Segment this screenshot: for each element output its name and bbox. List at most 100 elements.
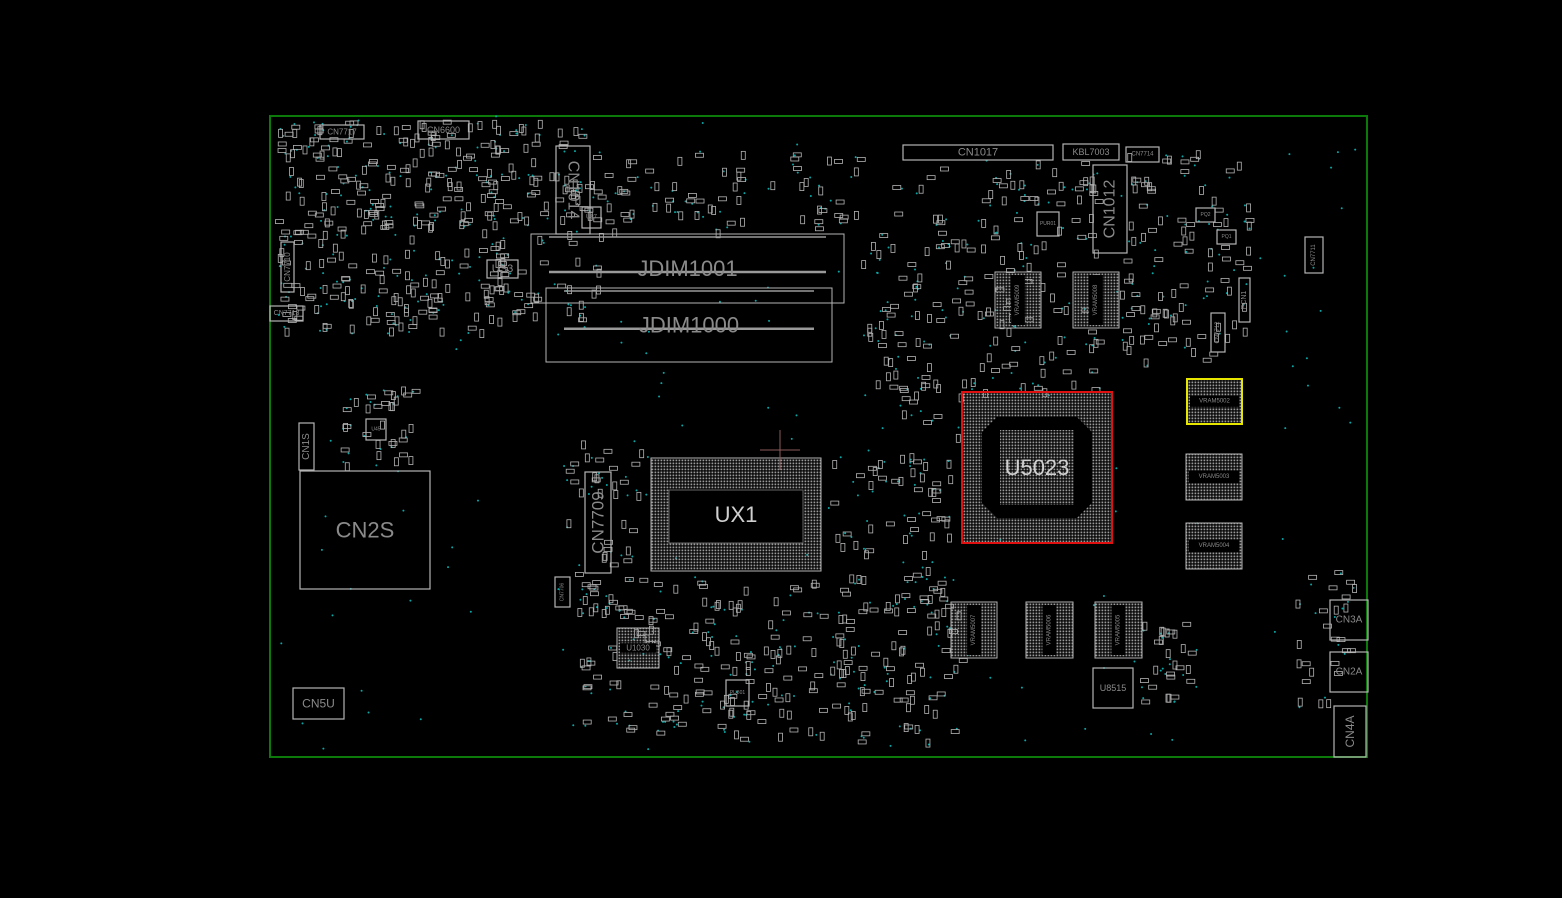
passive-part[interactable] (608, 594, 614, 604)
passive-part[interactable] (1184, 248, 1194, 254)
passive-part[interactable] (592, 580, 602, 585)
passive-part[interactable] (965, 301, 975, 307)
passive-part[interactable] (322, 230, 328, 240)
passive-part[interactable] (860, 672, 866, 681)
passive-part[interactable] (927, 626, 933, 636)
passive-part[interactable] (400, 167, 409, 173)
passive-part[interactable] (929, 532, 935, 542)
passive-part[interactable] (282, 260, 291, 266)
passive-part[interactable] (924, 247, 930, 257)
passive-part[interactable] (878, 343, 887, 348)
passive-part[interactable] (746, 654, 756, 660)
passive-part[interactable] (299, 229, 309, 235)
passive-part[interactable] (593, 189, 603, 195)
passive-part[interactable] (401, 125, 411, 130)
passive-part[interactable] (893, 697, 903, 703)
passive-part[interactable] (790, 156, 800, 162)
passive-part[interactable] (810, 681, 816, 691)
component-cn6600[interactable]: CN6600 (417, 120, 470, 140)
passive-part[interactable] (786, 710, 792, 720)
passive-part[interactable] (1094, 199, 1104, 204)
passive-part[interactable] (729, 707, 735, 717)
passive-part[interactable] (844, 666, 850, 675)
passive-part[interactable] (734, 730, 739, 740)
passive-part[interactable] (1171, 289, 1177, 298)
passive-part[interactable] (322, 323, 332, 329)
passive-part[interactable] (435, 251, 441, 261)
passive-part[interactable] (1295, 599, 1301, 609)
passive-part[interactable] (1001, 196, 1007, 206)
passive-part[interactable] (927, 613, 937, 619)
passive-part[interactable] (478, 176, 488, 182)
passive-part[interactable] (431, 141, 441, 147)
passive-part[interactable] (728, 600, 734, 610)
passive-part[interactable] (786, 645, 792, 655)
passive-part[interactable] (486, 168, 492, 178)
passive-part[interactable] (986, 353, 992, 363)
passive-part[interactable] (445, 259, 450, 269)
passive-part[interactable] (1180, 644, 1186, 654)
passive-part[interactable] (1334, 570, 1344, 575)
passive-part[interactable] (924, 705, 930, 714)
passive-part[interactable] (1202, 357, 1212, 363)
passive-part[interactable] (670, 715, 679, 721)
passive-part[interactable] (1343, 603, 1349, 613)
passive-part[interactable] (422, 277, 428, 287)
passive-part[interactable] (1186, 222, 1196, 228)
passive-part[interactable] (618, 605, 628, 611)
passive-part[interactable] (447, 178, 452, 187)
passive-part[interactable] (356, 208, 362, 218)
passive-part[interactable] (517, 269, 527, 275)
passive-part[interactable] (340, 229, 346, 239)
passive-part[interactable] (847, 712, 853, 722)
passive-part[interactable] (437, 206, 447, 212)
passive-part[interactable] (348, 299, 354, 308)
passive-part[interactable] (417, 220, 422, 229)
passive-part[interactable] (868, 481, 874, 490)
passive-part[interactable] (1318, 608, 1328, 614)
passive-part[interactable] (905, 690, 915, 696)
passive-part[interactable] (467, 325, 477, 331)
passive-part[interactable] (497, 317, 503, 327)
passive-part[interactable] (844, 706, 850, 715)
component-cn5u[interactable]: CN5U (292, 687, 345, 720)
passive-part[interactable] (814, 673, 824, 679)
passive-part[interactable] (927, 314, 932, 323)
passive-part[interactable] (593, 155, 602, 160)
passive-part[interactable] (415, 203, 425, 209)
component-u1030[interactable]: U1030 (616, 627, 660, 669)
passive-part[interactable] (1026, 262, 1032, 272)
passive-part[interactable] (1166, 693, 1172, 703)
passive-part[interactable] (523, 143, 529, 153)
passive-part[interactable] (918, 184, 924, 194)
passive-part[interactable] (953, 664, 959, 674)
passive-part[interactable] (305, 296, 315, 302)
passive-part[interactable] (800, 215, 806, 225)
passive-part[interactable] (979, 363, 985, 372)
passive-part[interactable] (889, 384, 899, 390)
component-us3[interactable]: US3 (486, 259, 519, 279)
passive-part[interactable] (909, 453, 915, 463)
passive-part[interactable] (981, 198, 991, 204)
passive-part[interactable] (711, 206, 717, 215)
passive-part[interactable] (277, 253, 283, 263)
passive-part[interactable] (560, 216, 566, 225)
passive-part[interactable] (861, 688, 871, 694)
passive-part[interactable] (496, 125, 501, 135)
component-cn7711[interactable]: CN7711 (1304, 236, 1324, 274)
passive-part[interactable] (868, 332, 874, 342)
passive-part[interactable] (427, 298, 433, 308)
passive-part[interactable] (620, 614, 629, 619)
passive-part[interactable] (932, 302, 942, 307)
passive-part[interactable] (1131, 306, 1141, 311)
passive-part[interactable] (454, 187, 464, 192)
passive-part[interactable] (390, 439, 396, 448)
passive-part[interactable] (648, 616, 654, 625)
passive-part[interactable] (740, 217, 745, 227)
passive-part[interactable] (648, 702, 658, 708)
passive-part[interactable] (1190, 156, 1200, 162)
passive-part[interactable] (745, 667, 751, 676)
passive-part[interactable] (624, 577, 634, 582)
passive-part[interactable] (368, 161, 377, 167)
passive-part[interactable] (925, 738, 931, 748)
